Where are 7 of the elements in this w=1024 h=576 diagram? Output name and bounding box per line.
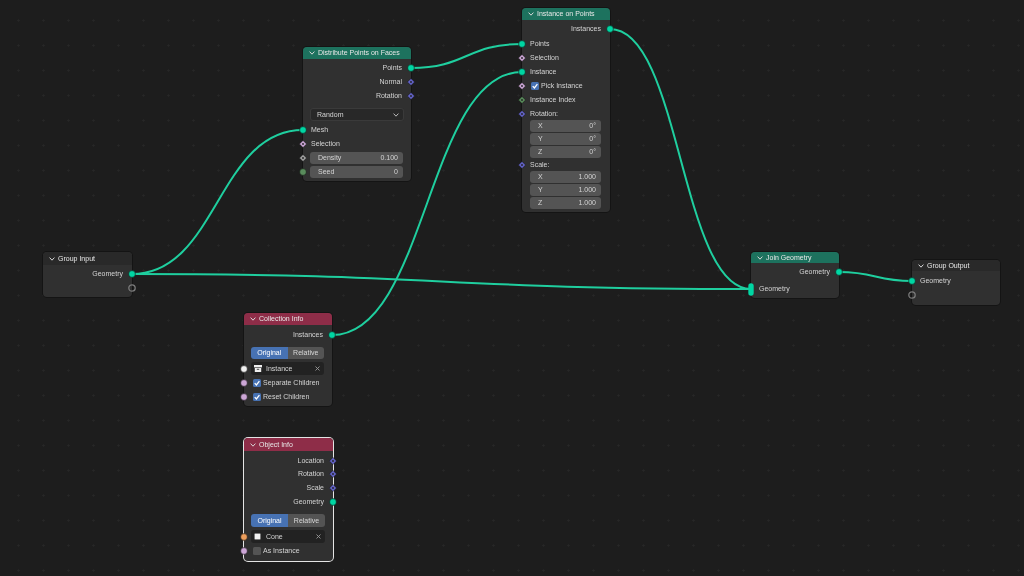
node-panel	[43, 252, 132, 297]
node-panel	[522, 8, 610, 212]
node-panel	[244, 438, 333, 561]
node-panel	[303, 47, 411, 181]
node-panel	[751, 252, 839, 298]
node-panel	[244, 313, 332, 406]
node-panel	[912, 260, 1000, 305]
